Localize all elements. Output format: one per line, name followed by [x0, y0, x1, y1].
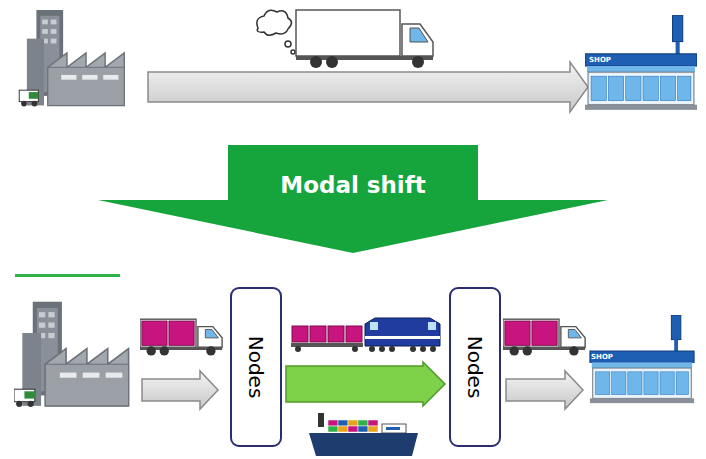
shift-arrow-shape [98, 145, 608, 253]
shift-arrow: Modal shift [98, 145, 608, 253]
freight-train [291, 318, 440, 352]
shop-sign: SHOP [591, 353, 613, 361]
transport-arrow [286, 362, 445, 406]
node-label: Nodes [244, 336, 268, 399]
smoke-cloud [257, 10, 295, 54]
shop-sign: SHOP [589, 56, 611, 64]
node-label: Nodes [463, 336, 487, 399]
shift-title: Modal shift [280, 172, 426, 198]
node-box: Nodes [230, 287, 282, 447]
node-box: Nodes [449, 287, 501, 447]
container-ship [309, 413, 418, 456]
truck-large [296, 10, 433, 68]
